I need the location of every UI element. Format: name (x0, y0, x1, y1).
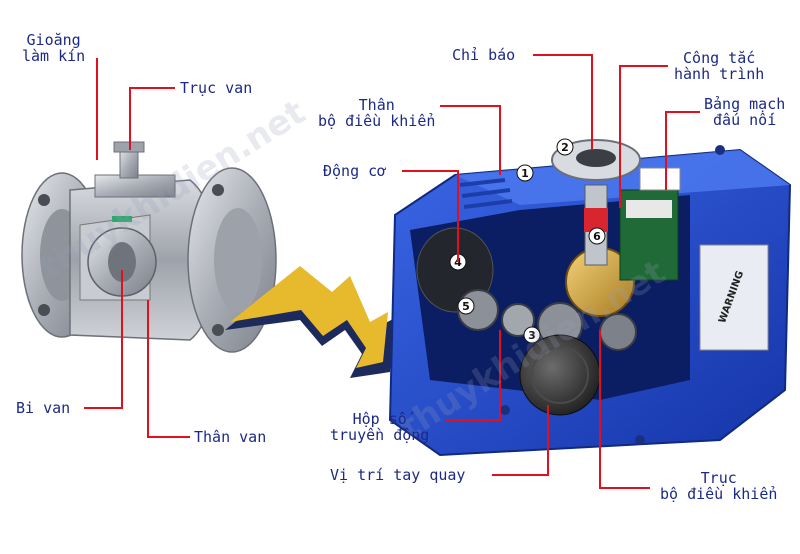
callout-badge-3 (523, 326, 541, 344)
bolt (635, 435, 645, 445)
flange-bolt-hole (212, 184, 224, 196)
leader-cong-tac (619, 65, 668, 208)
label-truc-van: Trục van (180, 79, 253, 97)
label-truc-bo-dieu-khien: Trục bộ điều khiển (660, 469, 778, 503)
gear (501, 303, 535, 337)
ball-bore (108, 242, 136, 282)
flange-bolt-hole (38, 304, 50, 316)
leader-bi-van (84, 270, 123, 409)
label-gioang-lam-kin: Gioăng làm kín (22, 31, 86, 65)
valve-right-bore (214, 208, 262, 312)
label-bang-mach-dau-noi: Bảng mạch đấu nối (704, 95, 786, 129)
callout-badges: 1 2 3 4 5 6 (449, 138, 606, 344)
ball-valve (21, 141, 277, 353)
leader-tay-quay (492, 405, 549, 476)
flange-bolt-hole (212, 324, 224, 336)
cooling-ribs (459, 178, 513, 209)
warning-plate (699, 244, 769, 351)
callout-badge-6 (588, 227, 606, 245)
leader-dong-co (402, 170, 459, 262)
valve-seal (112, 216, 132, 222)
leader-chi-bao (533, 54, 593, 150)
leader-truc-van (129, 87, 175, 150)
flange-bolt-hole (38, 194, 50, 206)
leader-bang-mach (665, 111, 700, 190)
label-chi-bao: Chỉ báo (452, 46, 516, 64)
callout-number-6: 6 (593, 230, 601, 243)
terminal-strip (626, 200, 672, 218)
leader-than-van (147, 300, 190, 438)
actuator-top-face (455, 150, 790, 205)
callout-number-3: 3 (528, 329, 536, 342)
bolt (715, 145, 725, 155)
arrow-shape-gold (230, 266, 388, 368)
connector-arrow (225, 266, 395, 378)
label-vi-tri-tay-quay: Vị trí tay quay (330, 466, 466, 484)
label-cong-tac-hanh-trinh: Công tắc hành trình (674, 49, 765, 83)
leader-hop-so (445, 330, 501, 421)
callout-number-2: 2 (561, 141, 569, 154)
leader-lines (84, 54, 700, 489)
leader-truc-bo-dieu-khien (599, 330, 650, 489)
callout-badge-5 (457, 297, 475, 315)
label-dong-co: Động cơ (323, 162, 387, 180)
leader-than-bo-dieu-khien (440, 105, 501, 175)
handwheel-rim (531, 346, 589, 404)
callout-badge-1 (516, 164, 534, 182)
callout-number-1: 1 (521, 167, 529, 180)
label-hop-so-truyen-dong: Hộp số truyền động (330, 410, 430, 444)
indicator-window (576, 149, 616, 167)
callout-badge-2 (556, 138, 574, 156)
label-than-bo-dieu-khien: Thân bộ điều khiển (318, 96, 436, 130)
label-than-van: Thân van (194, 428, 267, 446)
electric-actuator (388, 139, 792, 457)
callout-number-4: 4 (454, 256, 462, 269)
board-label (639, 167, 681, 191)
callout-number-5: 5 (462, 300, 470, 313)
label-bi-van: Bi van (16, 399, 71, 417)
bolt (500, 405, 510, 415)
